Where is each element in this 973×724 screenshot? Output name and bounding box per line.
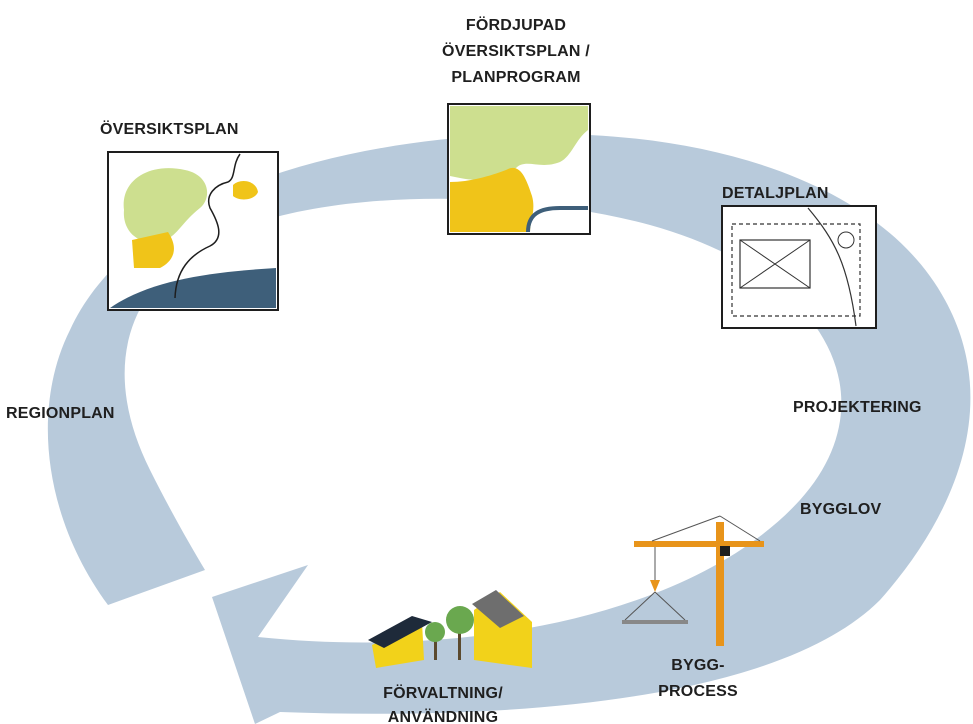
byggprocess-label-line2: PROCESS: [658, 683, 738, 700]
fordjupad-label-line1: FÖRDJUPAD: [466, 15, 566, 34]
houses-icon: [368, 590, 532, 668]
fordjupad-map: [447, 103, 591, 235]
forvaltning-label-line2: ANVÄNDNING: [388, 708, 498, 724]
detaljplan-drawing: [721, 205, 877, 329]
tree-symbol: [837, 231, 855, 249]
regionplan-label: REGIONPLAN: [6, 405, 115, 422]
detaljplan-label: DETALJPLAN: [722, 185, 829, 202]
fordjupad-label-line3: PLANPROGRAM: [451, 69, 580, 86]
byggprocess-label-line1: BYGG-: [671, 657, 724, 674]
cycle-arrow: [47, 133, 971, 724]
tree-icon: [425, 622, 445, 642]
crane-icon: [622, 515, 764, 646]
tree-icon: [446, 606, 474, 634]
bygglov-label: BYGGLOV: [800, 501, 882, 518]
projektering-label: PROJEKTERING: [793, 399, 922, 416]
forvaltning-label-line1: FÖRVALTNING/: [383, 683, 503, 702]
oversiktsplan-label: ÖVERSIKTSPLAN: [100, 119, 239, 138]
oversiktsplan-map: [107, 151, 279, 311]
fordjupad-label-line2: ÖVERSIKTSPLAN /: [442, 41, 590, 60]
